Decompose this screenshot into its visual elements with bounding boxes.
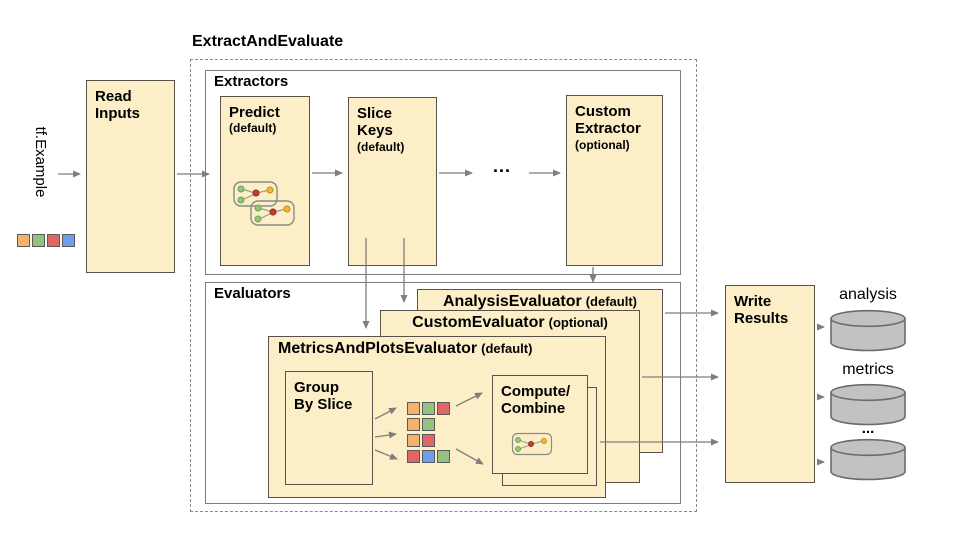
slice-row bbox=[407, 434, 450, 447]
slice-row bbox=[407, 450, 450, 463]
metrics-database-icon bbox=[830, 383, 906, 426]
other-database-icon bbox=[830, 438, 906, 481]
compute-combine-box: Compute/ Combine bbox=[492, 375, 588, 474]
slice-keys-extractor-box: Slice Keys (default) bbox=[348, 97, 437, 266]
extractors-label: Extractors bbox=[214, 73, 289, 90]
write-results-label: Write Results bbox=[734, 293, 789, 328]
slice-row bbox=[407, 418, 450, 431]
sliced-data-grid bbox=[407, 402, 450, 466]
group-by-slice-label: Group By Slice bbox=[294, 379, 353, 414]
predict-extractor-box: Predict (default) bbox=[220, 96, 310, 266]
compute-combine-label: Compute/ Combine bbox=[501, 383, 571, 418]
write-results-box: Write Results bbox=[725, 285, 815, 483]
extractor-ellipsis: ... bbox=[492, 156, 511, 176]
output-analysis-label: analysis bbox=[839, 286, 897, 303]
blue-data-square bbox=[62, 234, 75, 247]
blue-data-square bbox=[422, 450, 435, 463]
read-inputs-label: Read Inputs bbox=[95, 88, 140, 123]
green-data-square bbox=[437, 450, 450, 463]
input-data-squares bbox=[17, 234, 75, 247]
slice-keys-qualifier: (default) bbox=[357, 139, 405, 154]
extract-and-evaluate-container bbox=[190, 59, 697, 512]
evaluators-label: Evaluators bbox=[214, 285, 291, 302]
custom-extractor-qualifier: (optional) bbox=[575, 137, 630, 152]
analysis-evaluator-label: AnalysisEvaluator bbox=[442, 293, 582, 310]
custom-extractor-box: Custom Extractor (optional) bbox=[566, 95, 663, 266]
evaluators-container: Evaluators bbox=[205, 282, 681, 504]
slice-row bbox=[407, 402, 450, 415]
model-icon bbox=[233, 181, 295, 226]
red-data-square bbox=[47, 234, 60, 247]
green-data-square bbox=[422, 402, 435, 415]
custom-evaluator-label: CustomEvaluator bbox=[412, 314, 545, 331]
orange-data-square bbox=[407, 402, 420, 415]
read-inputs-box: Read Inputs bbox=[86, 80, 175, 273]
orange-data-square bbox=[17, 234, 30, 247]
pipeline-title: ExtractAndEvaluate bbox=[192, 33, 344, 50]
red-data-square bbox=[407, 450, 420, 463]
combine-model-icon bbox=[511, 432, 553, 456]
input-format-label: tf.Example bbox=[32, 126, 49, 198]
group-by-slice-box: Group By Slice bbox=[285, 371, 373, 485]
analysis-evaluator-qualifier: (default) bbox=[585, 294, 637, 309]
predict-qualifier: (default) bbox=[229, 121, 277, 136]
red-data-square bbox=[437, 402, 450, 415]
custom-extractor-label: Custom Extractor bbox=[575, 103, 641, 138]
green-data-square bbox=[422, 418, 435, 431]
green-data-square bbox=[32, 234, 45, 247]
custom-evaluator-qualifier: (optional) bbox=[548, 315, 608, 330]
red-data-square bbox=[422, 434, 435, 447]
metrics-plots-evaluator-label: MetricsAndPlotsEvaluator bbox=[278, 340, 478, 357]
output-metrics-label: metrics bbox=[842, 361, 894, 378]
predict-label: Predict bbox=[229, 104, 280, 121]
orange-data-square bbox=[407, 434, 420, 447]
analysis-database-icon bbox=[830, 309, 906, 352]
orange-data-square bbox=[407, 418, 420, 431]
slice-keys-label: Slice Keys bbox=[357, 105, 393, 140]
metrics-plots-evaluator-qualifier: (default) bbox=[481, 341, 533, 356]
